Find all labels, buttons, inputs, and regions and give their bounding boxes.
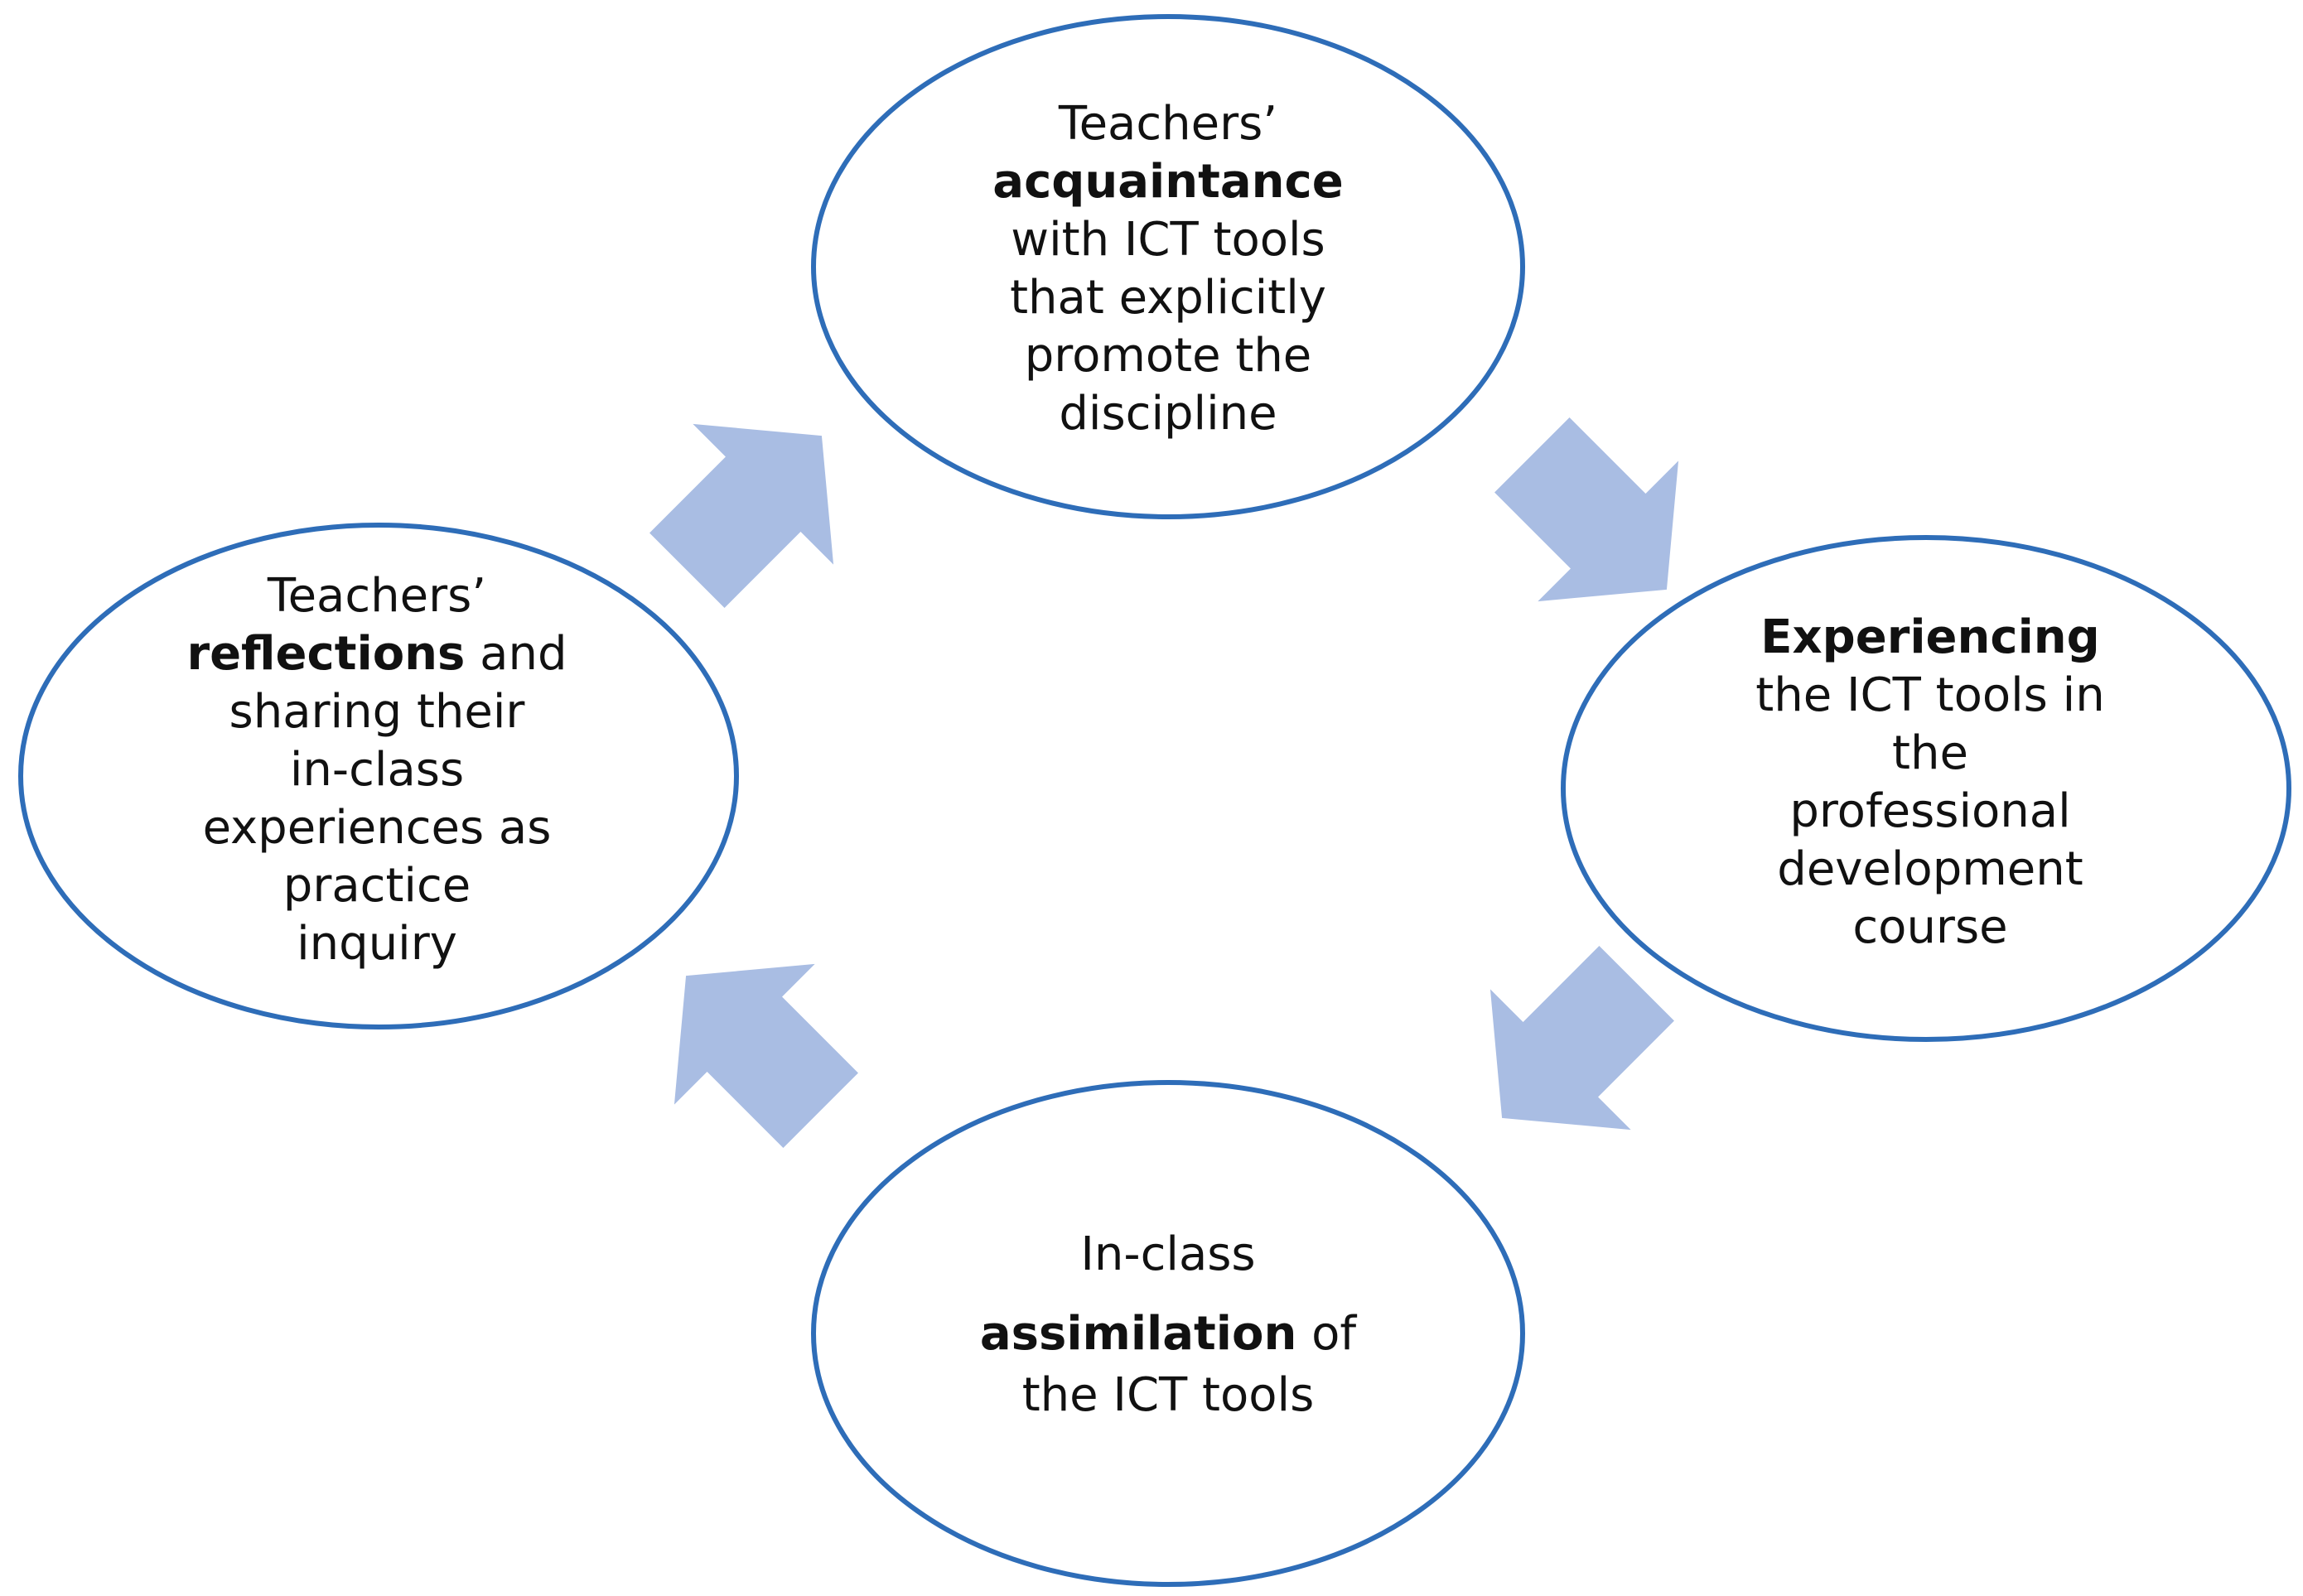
node-bottom-line: assimilation of bbox=[980, 1304, 1356, 1365]
body-text: promote the bbox=[1024, 329, 1312, 383]
body-text: the bbox=[1892, 726, 1968, 780]
body-text: that explicitly bbox=[1010, 271, 1326, 325]
node-right-line: professional bbox=[1789, 783, 2070, 841]
node-right-line: the ICT tools in bbox=[1755, 667, 2104, 725]
node-right-line: development bbox=[1777, 841, 2083, 899]
body-text: of bbox=[1296, 1307, 1357, 1361]
node-left-line: Teachers’ bbox=[268, 567, 486, 625]
emphasis-text: acquaintance bbox=[992, 155, 1344, 209]
node-left-line: in-class bbox=[290, 741, 464, 799]
emphasis-text: Experiencing bbox=[1760, 610, 2100, 664]
body-text: Teachers’ bbox=[1058, 97, 1278, 151]
node-right-line: Experiencing bbox=[1760, 609, 2099, 667]
node-right-line: the bbox=[1892, 725, 1968, 783]
node-bottom-line: the ICT tools bbox=[1022, 1365, 1315, 1426]
circle-right bbox=[1561, 535, 2291, 1042]
body-text: and bbox=[465, 627, 567, 681]
node-left-line: practice bbox=[283, 857, 471, 915]
node-top-line: that explicitly bbox=[1010, 269, 1326, 327]
node-bottom-line: In-class bbox=[1080, 1224, 1255, 1285]
body-text: in-class bbox=[289, 743, 465, 797]
node-left-line: sharing their bbox=[229, 683, 525, 741]
body-text: discipline bbox=[1059, 387, 1277, 441]
circle-top bbox=[811, 14, 1525, 519]
arrow-up-left-icon bbox=[674, 963, 858, 1148]
body-text: professional bbox=[1789, 784, 2071, 838]
arrow-up-right-icon bbox=[649, 423, 834, 608]
node-left-line: inquiry bbox=[297, 915, 457, 973]
node-top-line: acquaintance bbox=[992, 153, 1343, 211]
circle-bottom bbox=[811, 1080, 1525, 1587]
arrow-down-left-icon bbox=[1489, 946, 1674, 1131]
node-left-line: experiences as bbox=[203, 799, 552, 857]
arrow-down-right-icon bbox=[1494, 417, 1679, 602]
circle-left bbox=[18, 523, 739, 1029]
node-right-line: course bbox=[1852, 899, 2007, 957]
body-text: the ICT tools in bbox=[1755, 668, 2105, 722]
node-top-line: promote the bbox=[1025, 327, 1312, 385]
body-text: practice bbox=[282, 859, 471, 913]
body-text: sharing their bbox=[229, 685, 525, 739]
body-text: the ICT tools bbox=[1021, 1368, 1315, 1422]
body-text: development bbox=[1777, 842, 2083, 896]
body-text: with ICT tools bbox=[1011, 213, 1325, 267]
body-text: In-class bbox=[1080, 1227, 1256, 1281]
body-text: course bbox=[1852, 900, 2008, 954]
body-text: inquiry bbox=[297, 917, 457, 971]
body-text: experiences as bbox=[202, 801, 552, 855]
node-top-line: with ICT tools bbox=[1011, 211, 1325, 269]
body-text: Teachers’ bbox=[267, 569, 487, 623]
node-left-line: reflections and bbox=[186, 625, 567, 683]
node-top-line: Teachers’ bbox=[1059, 95, 1277, 153]
emphasis-text: reflections bbox=[186, 627, 466, 681]
node-top-line: discipline bbox=[1059, 385, 1277, 443]
emphasis-text: assimilation bbox=[979, 1307, 1297, 1361]
